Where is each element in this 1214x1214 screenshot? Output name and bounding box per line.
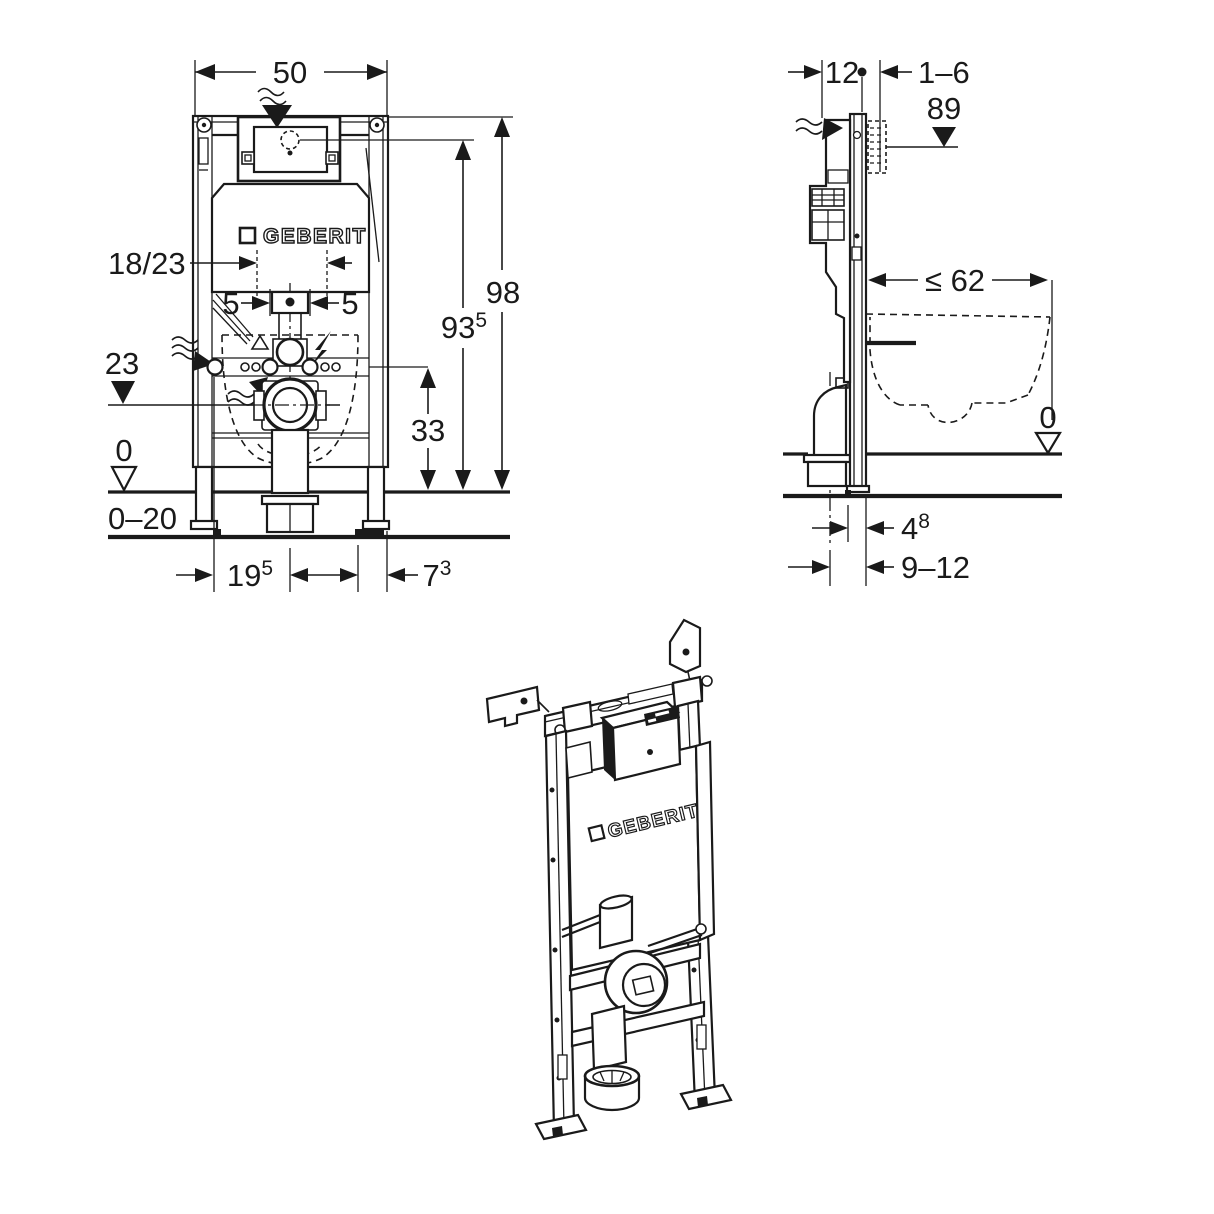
dim-pipe-range: 18/23 bbox=[108, 246, 352, 281]
level-marker-filled bbox=[932, 127, 956, 147]
wc-pan-dashed-outline bbox=[221, 334, 359, 466]
side-rail bbox=[848, 112, 868, 492]
svg-text:9–12: 9–12 bbox=[901, 550, 970, 585]
lightning-bolt-icon bbox=[310, 331, 331, 367]
svg-text:12: 12 bbox=[825, 55, 859, 90]
dim-offset-left-5: 5 bbox=[222, 286, 271, 321]
level-marker-open bbox=[110, 465, 138, 493]
level-zero-side: 0 bbox=[1034, 400, 1062, 456]
dim-pan-depth: ≤ 62 bbox=[868, 263, 1053, 420]
iso-foot-left bbox=[534, 1113, 588, 1141]
iso-view: GEBERIT bbox=[485, 618, 733, 1141]
odour-extraction-arrow bbox=[257, 87, 292, 128]
inspection-window bbox=[252, 125, 329, 174]
dim-height-98: 98 bbox=[388, 116, 520, 490]
svg-text:23: 23 bbox=[105, 346, 139, 381]
dim-width-50: 50 bbox=[194, 55, 388, 116]
dim-bottom-195: 195 bbox=[176, 377, 358, 593]
frame-leg-left bbox=[194, 465, 214, 525]
protection-box bbox=[599, 700, 682, 782]
svg-text:89: 89 bbox=[927, 91, 961, 126]
side-water-supply-arrow bbox=[795, 118, 843, 140]
svg-text:18/23: 18/23 bbox=[108, 246, 186, 281]
iso-plate-bracket bbox=[565, 740, 593, 780]
iso-drain-assembly bbox=[561, 894, 707, 1112]
wall-bracket-left bbox=[485, 685, 550, 728]
svg-text:33: 33 bbox=[411, 413, 445, 448]
dim-depth-12: 12 bbox=[788, 55, 881, 172]
svg-text:50: 50 bbox=[273, 55, 307, 90]
dim-height-935: 935 bbox=[300, 139, 487, 490]
iso-foot-right bbox=[679, 1083, 733, 1111]
svg-text:48: 48 bbox=[901, 510, 930, 546]
flush-button-dashed-circle bbox=[280, 130, 300, 150]
dim-floor-buildup: 0–20 bbox=[108, 501, 177, 536]
water-supply-arrow bbox=[171, 336, 214, 371]
side-drain-elbow bbox=[812, 383, 848, 460]
wall-reference-dot bbox=[857, 67, 867, 77]
iso-cistern bbox=[566, 744, 702, 972]
svg-text:0: 0 bbox=[115, 433, 132, 468]
dim-plate-89: 89 bbox=[886, 91, 961, 148]
geberit-logo-text: GEBERIT bbox=[263, 225, 367, 248]
svg-text:98: 98 bbox=[486, 275, 520, 310]
side-cistern-profile bbox=[808, 118, 852, 384]
level-zero-front: 0 bbox=[110, 433, 138, 493]
svg-text:5: 5 bbox=[222, 286, 239, 321]
svg-text:0: 0 bbox=[1039, 400, 1056, 435]
rail-cap-left bbox=[561, 700, 594, 734]
svg-text:5: 5 bbox=[341, 286, 358, 321]
svg-text:73: 73 bbox=[423, 557, 452, 593]
dim-bottom-73: 73 bbox=[357, 531, 452, 593]
dim-outlet-33: 33 bbox=[411, 368, 445, 490]
flush-bend bbox=[275, 337, 305, 367]
svg-text:≤ 62: ≤ 62 bbox=[925, 263, 985, 298]
geberit-logo-front: GEBERIT bbox=[238, 224, 367, 249]
dim-wall-912: 9–12 bbox=[788, 550, 970, 586]
geberit-logo-square bbox=[587, 824, 606, 843]
geberit-logo-square bbox=[238, 226, 257, 245]
svg-text:1–6: 1–6 bbox=[918, 55, 970, 90]
dim-offset-right-5: 5 bbox=[309, 286, 359, 321]
rail-cap-right bbox=[671, 675, 704, 709]
dim-foot-48: 48 bbox=[812, 497, 930, 586]
svg-text:935: 935 bbox=[441, 309, 487, 345]
dim-wall-gap: 1–6 bbox=[880, 55, 970, 90]
dim-supply-23: 23 bbox=[105, 346, 139, 404]
side-drain-socket bbox=[806, 460, 848, 488]
level-marker-filled bbox=[111, 381, 135, 404]
outlet-pipe bbox=[270, 428, 310, 495]
warning-triangle bbox=[250, 334, 270, 350]
side-foot-plate bbox=[845, 484, 871, 494]
side-view: 12 1–6 89 ≤ 62 0 bbox=[783, 55, 1062, 586]
frame-leg-right bbox=[366, 465, 386, 525]
flush-plate-dashed bbox=[867, 120, 887, 174]
front-view: GEBERIT bbox=[105, 55, 520, 593]
level-marker-open bbox=[1034, 431, 1062, 456]
svg-text:195: 195 bbox=[227, 557, 273, 593]
side-pan-dashed-outline bbox=[865, 313, 1051, 424]
